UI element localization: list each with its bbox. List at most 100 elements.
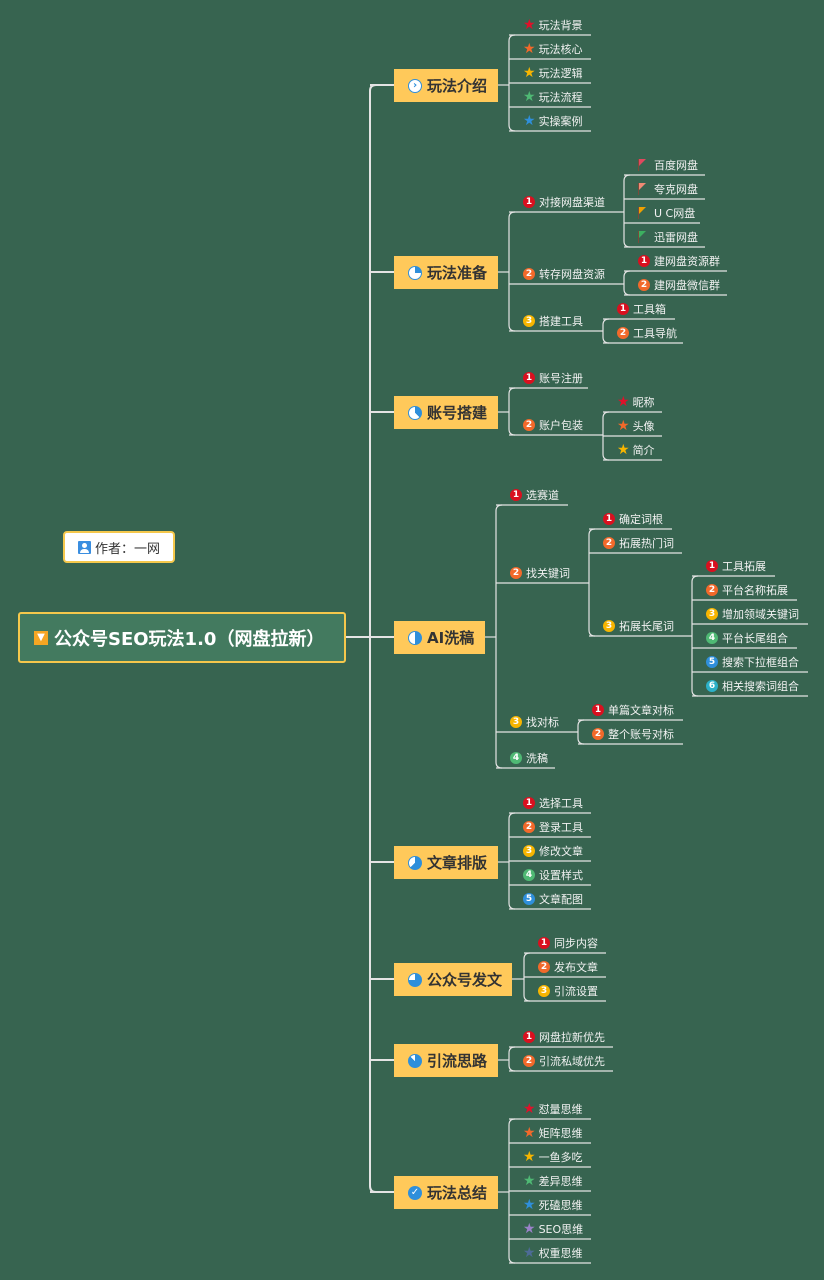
- subtopic-label: 玩法背景: [538, 19, 583, 32]
- star-icon: ★: [523, 1245, 536, 1261]
- connector-line: [602, 318, 610, 344]
- star-icon: ★: [523, 1197, 536, 1213]
- root-topic[interactable]: ▼ 公众号SEO玩法1.0（网盘拉新）: [18, 612, 346, 663]
- priority-1-icon: 1: [523, 372, 535, 384]
- subtopic[interactable]: ★SEO思维: [523, 1221, 583, 1237]
- main-topic[interactable]: 引流思路: [394, 1044, 498, 1077]
- priority-6-icon: 6: [706, 680, 718, 692]
- star-icon: ★: [617, 442, 630, 458]
- subtopic-label: 发布文章: [554, 961, 598, 974]
- priority-1-icon: 1: [510, 489, 522, 501]
- main-topic-label: 文章排版: [427, 854, 488, 872]
- priority-4-icon: 4: [706, 632, 718, 644]
- star-icon: ★: [523, 1173, 536, 1189]
- subtopic[interactable]: 百度网盘: [638, 157, 698, 173]
- subtopic-label: 整个账号对标: [608, 728, 674, 741]
- subtopic-label: 怼量思维: [538, 1103, 583, 1116]
- subtopic[interactable]: ★玩法背景: [523, 17, 583, 33]
- connector-line: [508, 387, 516, 436]
- main-topic[interactable]: 公众号发文: [394, 963, 512, 996]
- subtopic[interactable]: ★昵称: [617, 394, 655, 410]
- subtopic[interactable]: ★一鱼多吃: [523, 1149, 583, 1165]
- subtopic-label: 账号注册: [539, 372, 583, 385]
- subtopic[interactable]: ★怼量思维: [523, 1101, 583, 1117]
- subtopic[interactable]: 3 搭建工具: [523, 313, 583, 329]
- progress-pie-icon: [408, 405, 422, 420]
- subtopic[interactable]: ★头像: [617, 418, 655, 434]
- subtopic-label: 对接网盘渠道: [539, 196, 605, 209]
- subtopic[interactable]: ★死磕思维: [523, 1197, 583, 1213]
- star-icon: ★: [523, 1101, 536, 1117]
- subtopic[interactable]: 1 账号注册: [523, 370, 583, 386]
- subtopic-label: 昵称: [632, 396, 655, 409]
- subtopic[interactable]: ★差异思维: [523, 1173, 583, 1189]
- subtopic[interactable]: 夸克网盘: [638, 181, 698, 197]
- flag-icon: [638, 183, 648, 195]
- priority-2-icon: 2: [523, 821, 535, 833]
- subtopic-label: 搭建工具: [539, 315, 583, 328]
- subtopic[interactable]: U C网盘: [638, 205, 695, 221]
- subtopic-label: 找对标: [526, 716, 559, 729]
- subtopic-label: 头像: [632, 420, 655, 433]
- subtopic[interactable]: 迅雷网盘: [638, 229, 698, 245]
- subtopic[interactable]: ★权重思维: [523, 1245, 583, 1261]
- connector-line: [495, 504, 503, 769]
- main-topic[interactable]: 账号搭建: [394, 396, 498, 429]
- subtopic-label: 建网盘微信群: [654, 279, 720, 292]
- subtopic[interactable]: ★矩阵思维: [523, 1125, 583, 1141]
- connector-line: [691, 575, 699, 697]
- main-topic[interactable]: 玩法准备: [394, 256, 498, 289]
- subtopic[interactable]: ★玩法逻辑: [523, 65, 583, 81]
- main-topic[interactable]: 文章排版: [394, 846, 498, 879]
- priority-1-icon: 1: [603, 513, 615, 525]
- main-topic[interactable]: AI洗稿: [394, 621, 485, 654]
- subtopic-label: 单篇文章对标: [608, 704, 674, 717]
- subtopic-label: 引流设置: [554, 985, 598, 998]
- priority-1-icon: 1: [638, 255, 650, 267]
- author-label[interactable]: 作者：一网: [63, 531, 175, 563]
- subtopic[interactable]: ★玩法流程: [523, 89, 583, 105]
- star-icon: ★: [523, 41, 536, 57]
- main-topic[interactable]: ›玩法介绍: [394, 69, 498, 102]
- subtopic-label: 修改文章: [539, 845, 583, 858]
- subtopic[interactable]: ★简介: [617, 442, 655, 458]
- subtopic[interactable]: ★玩法核心: [523, 41, 583, 57]
- main-topic[interactable]: ✓玩法总结: [394, 1176, 498, 1209]
- subtopic[interactable]: ★实操案例: [523, 113, 583, 129]
- subtopic-label: SEO思维: [538, 1223, 584, 1236]
- priority-3-icon: 3: [523, 315, 535, 327]
